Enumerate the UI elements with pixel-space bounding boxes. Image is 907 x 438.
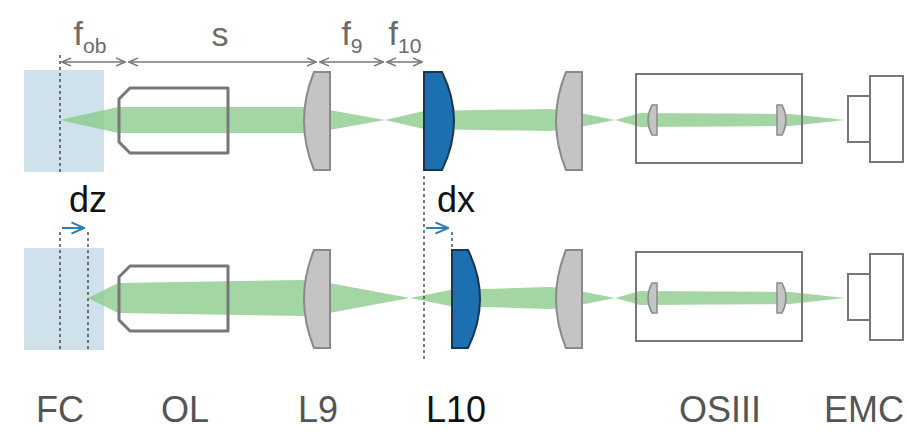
part-name: OSIII xyxy=(679,392,761,428)
shift-arrow xyxy=(62,227,84,229)
part-name: L9 xyxy=(298,392,338,428)
shift-arrow xyxy=(426,227,448,229)
objective-lens xyxy=(119,88,228,331)
camera xyxy=(848,76,903,340)
reference-lines xyxy=(60,55,452,362)
dimension-label: fob xyxy=(74,16,107,55)
dimension-label: f10 xyxy=(389,16,422,55)
lens xyxy=(304,72,582,348)
part-name: EMC xyxy=(824,392,904,428)
optical-splitter xyxy=(636,74,802,341)
dimension-label: s xyxy=(212,17,229,51)
part-name: OL xyxy=(161,392,209,428)
dimension-lines xyxy=(62,61,422,63)
dimension-label: f9 xyxy=(341,16,362,55)
shift-label: dz xyxy=(69,182,107,218)
shift-label: dx xyxy=(437,182,475,218)
part-name: FC xyxy=(36,392,84,428)
part-name: L10 xyxy=(426,392,486,428)
movable-lens xyxy=(424,72,480,348)
